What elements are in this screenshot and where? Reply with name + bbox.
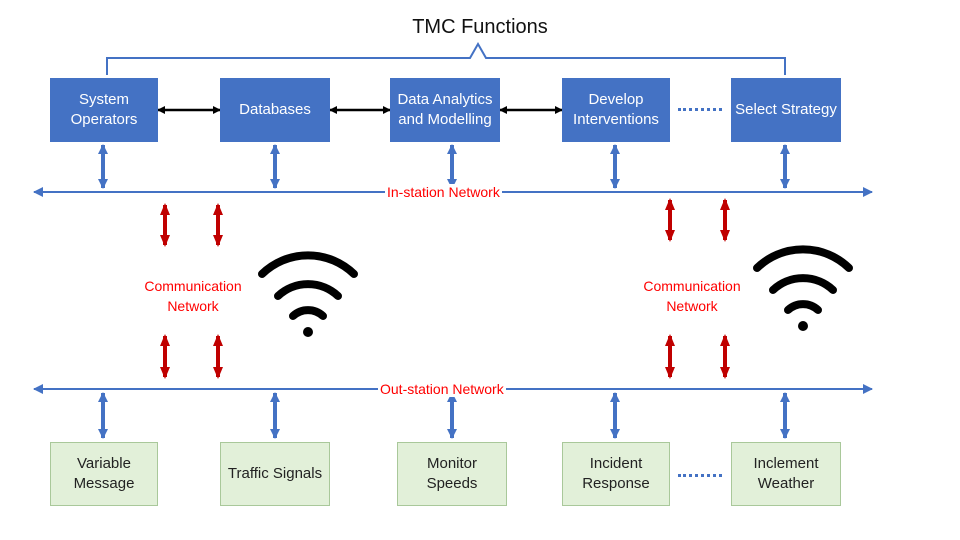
device-network-links [98,392,790,439]
device-box-monitor-speeds: Monitor Speeds [397,442,507,506]
function-box-develop-interventions: Develop Interventions [562,78,670,142]
device-box-inclement-weather: Inclement Weather [731,442,841,506]
communication-network-label: Communication Network [144,278,242,314]
device-box-incident-response: Incident Response [562,442,670,506]
device-ellipsis [678,474,722,477]
out-station-network-label: Out-station Network [378,381,506,397]
function-network-links [98,144,790,189]
communication-arrows [160,198,730,379]
function-box-databases: Databases [220,78,330,142]
in-station-network-label: In-station Network [385,184,502,200]
wifi-icon [753,245,853,331]
function-ellipsis [678,108,722,111]
diagram-title: TMC Functions [412,16,548,38]
device-box-variable-message: Variable Message [50,442,158,506]
device-box-traffic-signals: Traffic Signals [220,442,330,506]
function-box-select-strategy: Select Strategy [731,78,841,142]
function-box-system-operators: System Operators [50,78,158,142]
function-box-data-analytics: Data Analytics and Modelling [390,78,500,142]
communication-network-label: Communication Network [643,278,741,314]
wifi-icon [258,251,358,337]
tmc-brace [106,41,786,75]
